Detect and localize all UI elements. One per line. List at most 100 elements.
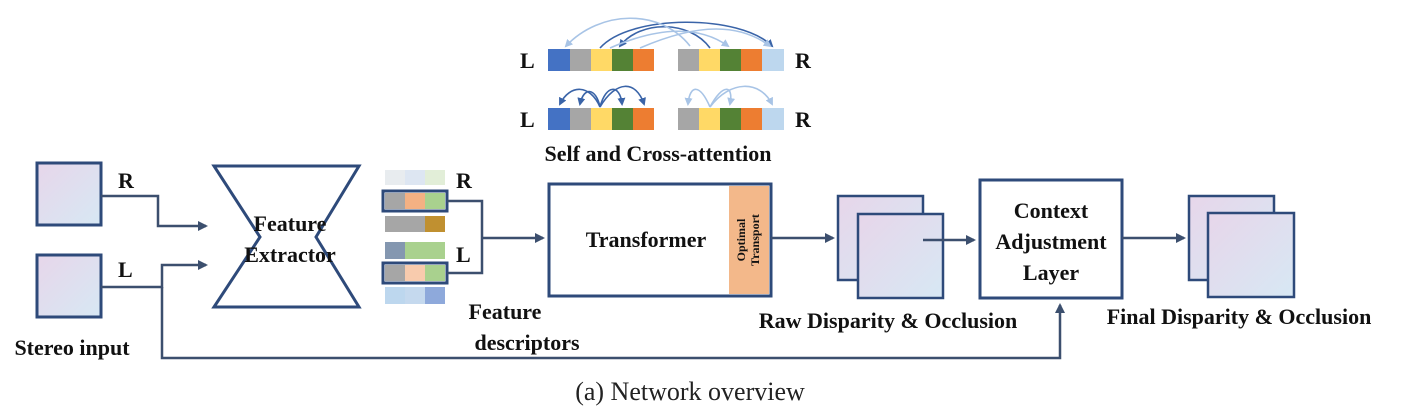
token-cell (548, 108, 570, 130)
right-input-arrow (101, 194, 208, 231)
raw-output-caption: Raw Disparity & Occlusion (759, 308, 1018, 333)
skip-connection-arrow (160, 287, 1065, 360)
token-cell (612, 49, 633, 71)
feature-extractor-shape (211, 164, 362, 309)
token-cell (570, 108, 591, 130)
descriptors-caption-line2: descriptors (474, 330, 580, 355)
attention-arc (599, 88, 626, 108)
attention-arc (559, 88, 601, 108)
right-descriptor-grid (381, 170, 449, 232)
attention-row1-right-sequence (678, 49, 784, 71)
attention-row1-left-label: L (520, 48, 535, 73)
token-cell (633, 108, 654, 130)
feature-extractor-line2: Extractor (244, 242, 336, 267)
attention-arc (618, 26, 711, 49)
attention-row1-left-sequence (548, 49, 654, 71)
input-connectors (101, 194, 1065, 360)
descriptor-cell (405, 216, 425, 232)
context-adjustment-layer: Context Adjustment Layer (978, 178, 1124, 300)
context-line2: Adjustment (995, 229, 1107, 254)
optimal-transport-box (729, 186, 769, 294)
final-output-caption: Final Disparity & Occlusion (1107, 304, 1372, 329)
raw-occlusion-map (856, 212, 945, 300)
attention-row2-right-sequence (678, 108, 784, 130)
left-image (35, 253, 103, 319)
descriptor-cell (425, 287, 445, 304)
input-left-label: L (118, 257, 133, 282)
attention-row2-left-sequence (548, 108, 654, 130)
descriptor-connectors (447, 199, 545, 275)
context-line3: Layer (1023, 260, 1079, 285)
token-cell (678, 49, 699, 71)
descriptor-cell (405, 242, 425, 259)
figure-caption: (a) Network overview (575, 377, 805, 406)
token-cell (591, 108, 612, 130)
attention-arc (577, 90, 601, 108)
descriptor-cell (425, 170, 445, 185)
final-occlusion-map (1206, 211, 1296, 299)
token-cell (548, 49, 570, 71)
descriptor-right-label: R (456, 168, 473, 193)
attention-arc (609, 30, 730, 49)
attention-row2-right-label: R (795, 107, 812, 132)
descriptor-cell (385, 170, 405, 185)
descriptor-cell (425, 242, 445, 259)
token-cell (612, 108, 633, 130)
feature-extractor: Feature Extractor (211, 164, 362, 309)
right-image (35, 161, 103, 227)
stereo-input: R L Stereo input (14, 161, 135, 360)
token-cell (678, 108, 699, 130)
attention-arc (599, 21, 774, 49)
left-input-arrow (101, 260, 208, 289)
context-line1: Context (1014, 198, 1089, 223)
token-cell (741, 108, 762, 130)
descriptor-cell (425, 193, 445, 209)
input-right-label: R (118, 168, 135, 193)
left-descriptor-grid (381, 242, 449, 304)
attention-arc (709, 88, 736, 108)
self-attention-arcs (559, 85, 773, 108)
feature-extractor-line1: Feature (254, 211, 327, 236)
connector-line (447, 238, 484, 275)
attention-arc (639, 28, 772, 49)
descriptor-cell (385, 216, 405, 232)
descriptor-cell (385, 193, 405, 209)
raw-disparity-occlusion: Raw Disparity & Occlusion (759, 194, 1018, 333)
attention-arc (599, 85, 646, 108)
descriptor-cell (385, 287, 405, 304)
descriptor-cell (425, 216, 445, 232)
attention-arc (684, 88, 711, 108)
descriptor-cell (405, 170, 425, 185)
descriptor-cell (385, 265, 405, 281)
attention-arc (709, 85, 773, 108)
token-cell (762, 108, 784, 130)
connector-line (447, 199, 484, 238)
attention-illustration: L R L (520, 17, 812, 166)
token-cell (591, 49, 612, 71)
descriptor-left-label: L (456, 242, 471, 267)
optimal-transport-line1: Optimal (734, 218, 748, 261)
stereo-input-caption: Stereo input (14, 335, 130, 360)
attention-row2-left-label: L (520, 107, 535, 132)
token-cell (720, 108, 741, 130)
token-cell (741, 49, 762, 71)
descriptor-cell (405, 193, 425, 209)
token-cell (570, 49, 591, 71)
transformer-label: Transformer (586, 227, 707, 252)
optimal-transport-line2: Transport (748, 214, 762, 266)
optimal-transport-label: Optimal Transport (734, 214, 762, 266)
final-disparity-occlusion: Final Disparity & Occlusion (1107, 194, 1372, 329)
token-cell (720, 49, 741, 71)
descriptor-cell (405, 287, 425, 304)
descriptors-caption-line1: Feature (469, 299, 542, 324)
token-cell (762, 49, 784, 71)
token-cell (699, 49, 720, 71)
token-cell (699, 108, 720, 130)
token-cell (633, 49, 654, 71)
descriptor-cell (405, 265, 425, 281)
descriptor-cell (385, 242, 405, 259)
cross-attention-arcs (564, 17, 774, 49)
descriptor-cell (425, 265, 445, 281)
transformer-block: Transformer Optimal Transport (547, 182, 773, 298)
